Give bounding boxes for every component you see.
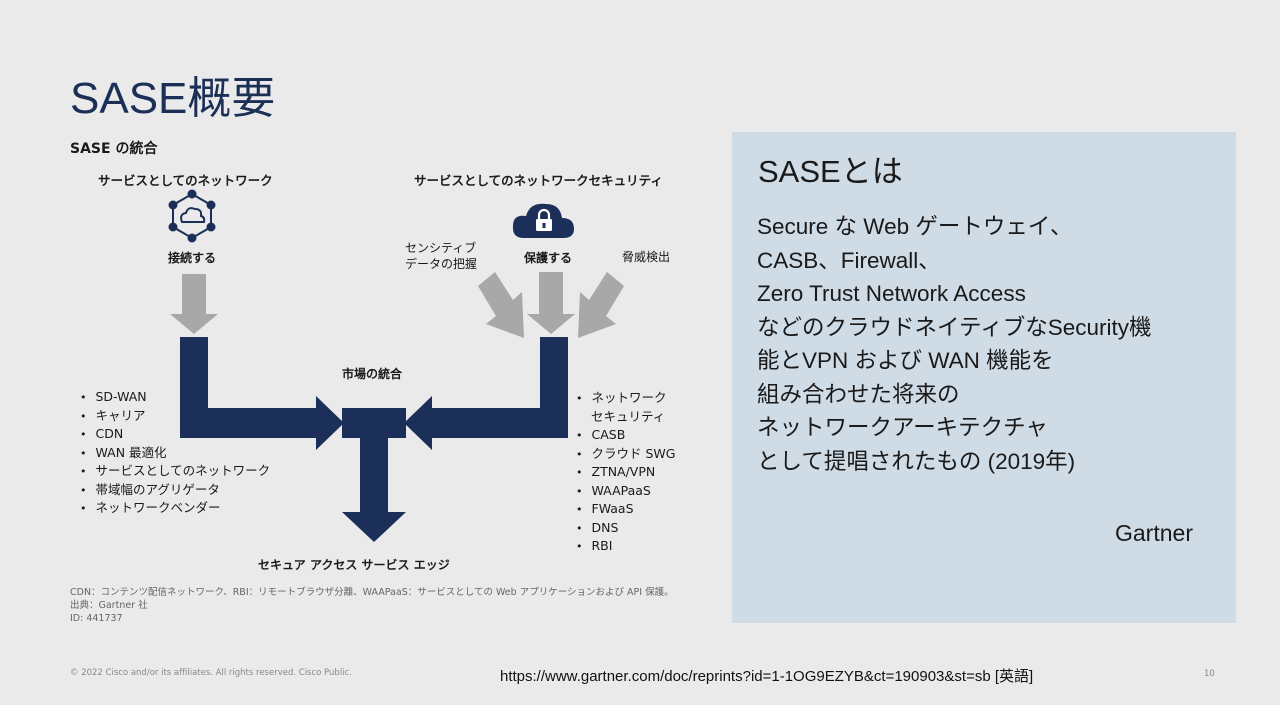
connect-label: 接続する: [168, 251, 217, 265]
page-number: 10: [1204, 669, 1215, 679]
list-item: DNS: [576, 519, 675, 538]
definition-line: などのクラウドネイティブなSecurity機: [757, 314, 1152, 340]
market-label: 市場の統合: [342, 367, 403, 381]
definition-line: Secure な Web ゲートウェイ、: [757, 214, 1073, 239]
definition-line: ネットワークアーキテクチャ: [757, 415, 1048, 440]
protect-gray-arrow: [527, 272, 575, 334]
sensitive-label: センシティブ データの把握: [405, 240, 477, 272]
sensitive-label-line1: センシティブ: [405, 241, 477, 255]
source-url[interactable]: https://www.gartner.com/doc/reprints?id=…: [500, 668, 1034, 685]
footnote-line: CDN：コンテンツ配信ネットワーク、RBI：リモートブラウザ分離、WAAPaaS…: [70, 587, 674, 598]
list-item: セキュリティ: [591, 408, 666, 424]
footnote-line: ID: 441737: [70, 613, 123, 624]
threat-gray-arrow: [578, 272, 624, 338]
list-item: ZTNA/VPN: [576, 463, 675, 482]
down-flow-arrow: [342, 438, 406, 542]
definition-title: SASEとは: [758, 154, 903, 189]
right-flow-arrow: [404, 337, 568, 450]
definition-line: 能とVPN および WAN 機能を: [757, 348, 1054, 373]
section-title: SASE の統合: [70, 141, 158, 157]
definition-line: CASB、Firewall、: [757, 247, 941, 273]
list-item: WAAPaaS: [576, 482, 675, 501]
left-heading: サービスとしてのネットワーク: [98, 173, 273, 188]
list-item: サービスとしてのネットワーク: [80, 462, 271, 481]
definition-line: として提唱されたもの (2019年): [757, 448, 1076, 474]
right-items-list: ネットワーク セキュリティ CASB クラウド SWG ZTNA/VPN WAA…: [576, 389, 675, 556]
network-cloud-icon: [168, 189, 216, 243]
list-item: RBI: [576, 537, 675, 556]
left-items-list: SD-WAN キャリア CDN WAN 最適化 サービスとしてのネットワーク 帯…: [80, 388, 271, 518]
list-item: SD-WAN: [80, 388, 270, 407]
list-item: CASB: [576, 426, 675, 445]
footnote-line: 出典：Gartner 社: [70, 600, 148, 611]
definition-box: SASEとは Secure な Web ゲートウェイ、 CASB、Firewal…: [732, 132, 1236, 623]
list-item: CDN: [80, 425, 270, 444]
list-item: ネットワーク: [576, 389, 675, 408]
list-item: 帯域幅のアグリゲータ: [80, 481, 270, 500]
list-item: キャリア: [80, 407, 270, 426]
definition-attribution: Gartner: [1115, 520, 1193, 546]
sensitive-gray-arrow: [478, 272, 524, 338]
cloud-lock-icon: [512, 203, 574, 238]
connect-gray-arrow: [170, 274, 218, 334]
bottom-label: セキュア アクセス サービス エッジ: [258, 558, 450, 572]
right-heading: サービスとしてのネットワークセキュリティ: [414, 173, 663, 188]
definition-line: 組み合わせた将来の: [757, 381, 960, 407]
list-item: WAN 最適化: [80, 444, 270, 463]
copyright-notice: © 2022 Cisco and/or its affiliates. All …: [70, 668, 352, 678]
protect-label: 保護する: [524, 251, 573, 265]
threat-label: 脅威検出: [622, 250, 671, 264]
list-item: クラウド SWG: [576, 445, 676, 464]
gray-arrows: [170, 272, 624, 338]
sensitive-label-line2: データの把握: [405, 257, 478, 271]
definition-text: Secure な Web ゲートウェイ、 CASB、Firewall、 Zero…: [757, 210, 1227, 478]
footnote: CDN：コンテンツ配信ネットワーク、RBI：リモートブラウザ分離、WAAPaaS…: [70, 586, 674, 625]
slide-title: SASE概要: [70, 74, 276, 123]
center-block: [342, 408, 406, 438]
definition-line: Zero Trust Network Access: [757, 281, 1026, 306]
list-item: FWaaS: [576, 500, 675, 519]
list-item: ネットワークベンダー: [80, 499, 270, 518]
